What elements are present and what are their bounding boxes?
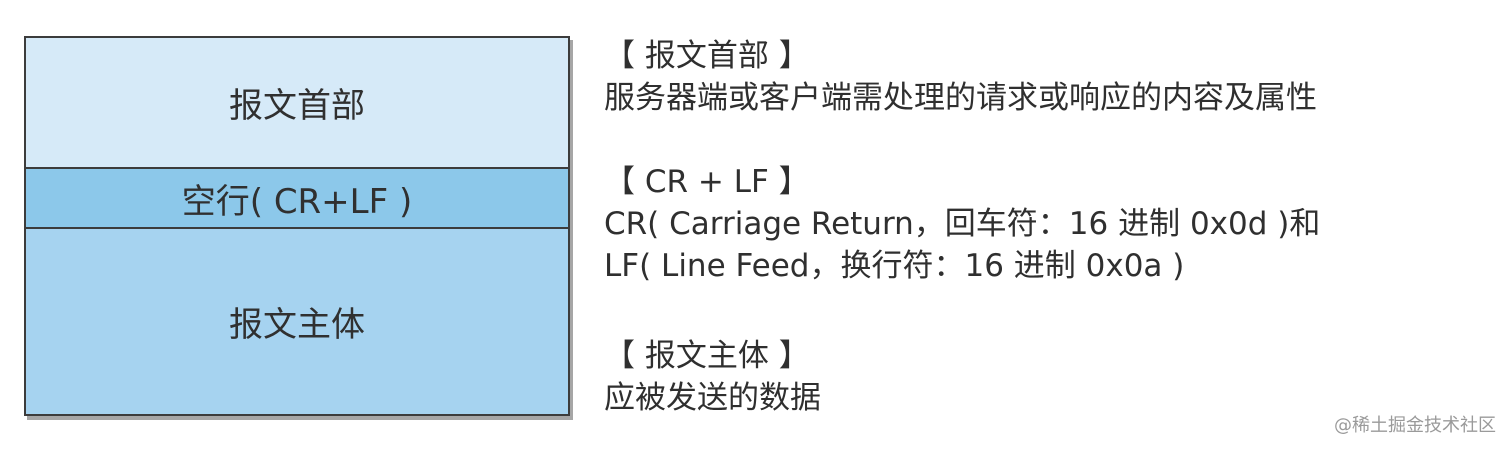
blank-line-label: 空行( CR+LF ) [181, 181, 413, 222]
legend-crlf-title: 【 CR + LF 】 [604, 164, 810, 200]
legend-body-description: 应被发送的数据 [604, 379, 821, 416]
legend-header-description: 服务器端或客户端需处理的请求或响应的内容及属性 [604, 79, 1317, 116]
legend-crlf-lf-line: LF( Line Feed，换行符：16 进制 0x0a ) [604, 247, 1185, 284]
legend-body-section: 【 报文主体 】 应被发送的数据 [604, 336, 1504, 420]
watermark: @稀土掘金技术社区 [1334, 415, 1496, 436]
message-header-label: 报文首部 [229, 86, 365, 126]
message-body-label: 报文主体 [229, 305, 365, 345]
legend-body-title: 【 报文主体 】 [604, 338, 810, 374]
legend-header-section: 【 报文首部 】 服务器端或客户端需处理的请求或响应的内容及属性 [604, 36, 1504, 120]
legend-header-title: 【 报文首部 】 [604, 38, 810, 74]
message-body-block: 报文主体 [24, 229, 570, 416]
legend-crlf-cr-line: CR( Carriage Return，回车符：16 进制 0x0d )和 [604, 205, 1321, 242]
http-message-structure-diagram: 报文首部 空行( CR+LF ) 报文主体 [24, 36, 570, 416]
blank-line-block: 空行( CR+LF ) [24, 167, 570, 229]
legend-crlf-section: 【 CR + LF 】 CR( Carriage Return，回车符：16 进… [604, 162, 1504, 288]
message-header-block: 报文首部 [24, 36, 570, 167]
